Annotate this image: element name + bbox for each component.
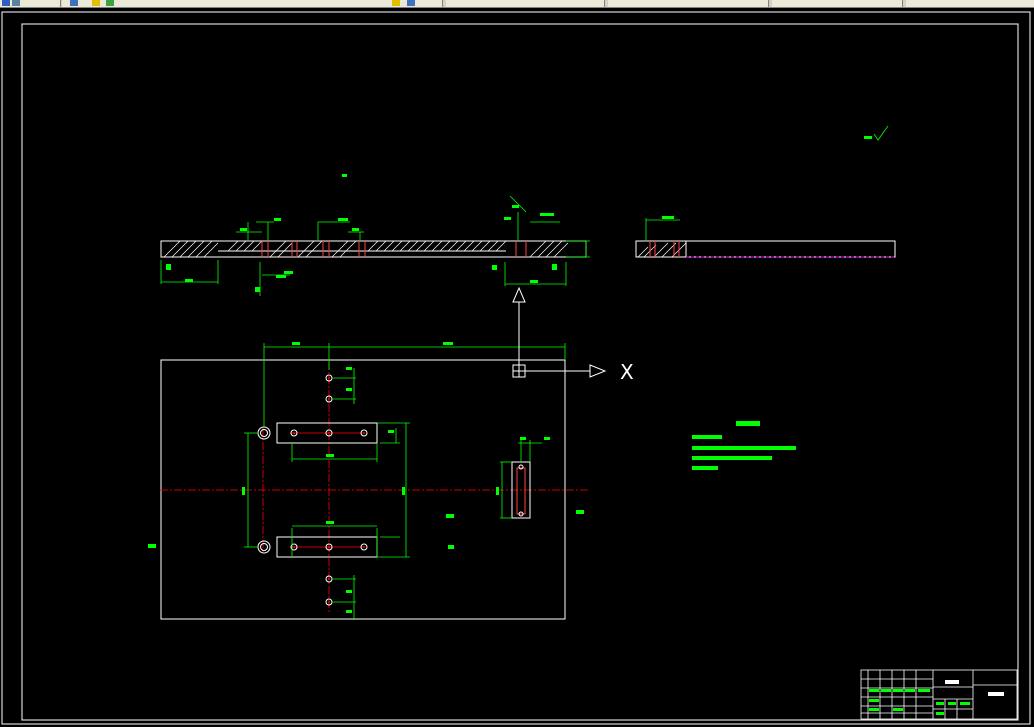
side-holes — [649, 241, 680, 257]
toolbar-layers[interactable] — [62, 0, 443, 7]
side-outline — [635, 240, 896, 258]
ucs-icon — [512, 286, 607, 378]
section-view[interactable] — [160, 174, 590, 296]
section-dim-text — [166, 174, 557, 292]
lineweight-control-dropdown[interactable] — [772, 0, 903, 7]
plan-view[interactable] — [148, 342, 590, 620]
plan-outline — [160, 359, 566, 620]
sun-icon[interactable] — [106, 0, 114, 6]
drawing-border — [21, 23, 1019, 721]
roughness-symbol — [864, 125, 889, 141]
color-control-dropdown[interactable] — [446, 0, 605, 7]
toolbar-standard[interactable] — [0, 0, 61, 7]
title-block-text — [869, 689, 970, 715]
layer-icon[interactable] — [70, 0, 78, 6]
title-block-drawing-no — [988, 692, 1004, 696]
outer-frame — [1, 11, 1031, 725]
print-icon[interactable] — [12, 0, 20, 6]
block-holes — [518, 464, 524, 517]
plot-style-dropdown[interactable] — [906, 0, 1034, 7]
hole-centers — [293, 377, 365, 603]
layer-previous-icon[interactable] — [407, 0, 415, 6]
side-dim-text — [662, 216, 674, 219]
side-view[interactable] — [635, 216, 896, 258]
title-block[interactable] — [860, 669, 1018, 720]
title-block-name — [945, 680, 959, 684]
plan-dimensions — [244, 343, 566, 620]
plan-dim-text — [148, 342, 584, 613]
technical-notes — [692, 421, 796, 470]
linetype-control-dropdown[interactable] — [608, 0, 769, 7]
bulb-icon[interactable] — [92, 0, 100, 6]
layer-state-icon[interactable] — [392, 0, 400, 6]
drawing-canvas[interactable]: X — [0, 8, 1034, 727]
cad-toolbar-strip — [0, 0, 1034, 8]
section-holes — [261, 241, 527, 257]
locating-block-slot — [516, 467, 526, 515]
upper-slot — [276, 422, 378, 444]
save-icon[interactable] — [2, 0, 10, 6]
ucs-x-label: X — [620, 360, 634, 384]
section-outline — [160, 240, 587, 258]
side-dimensions — [645, 218, 680, 241]
section-hatch — [163, 240, 569, 258]
